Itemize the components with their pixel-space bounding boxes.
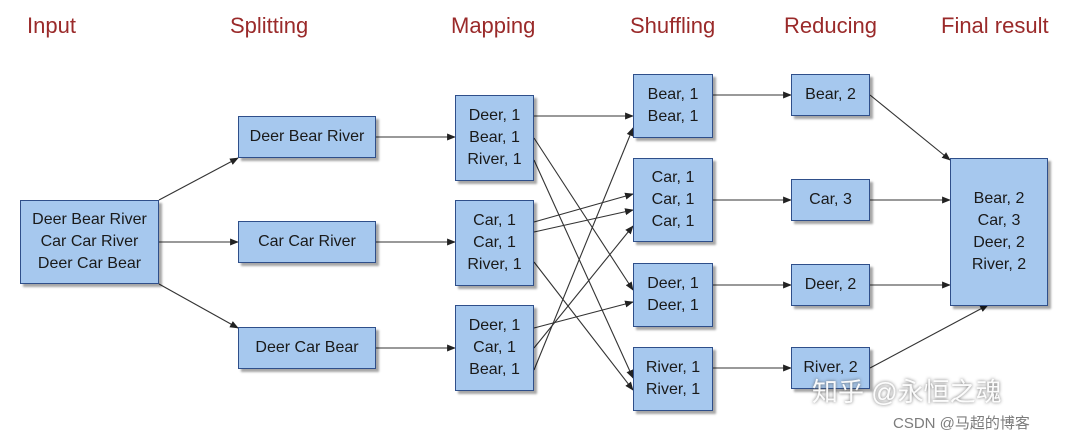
edge-map2-car-b: [533, 208, 634, 233]
watermark-zhihu: 知乎 @永恒之魂: [812, 377, 1002, 407]
edge-map3-deer: [533, 300, 634, 329]
reduce-box-deer: Deer, 2: [791, 264, 870, 306]
map-pair: Car, 1: [473, 234, 516, 251]
map-pair: Bear, 1: [469, 129, 520, 146]
map-box-2: Car, 1 Car, 1 River, 1: [455, 200, 534, 286]
watermark-csdn: CSDN @马超的博客: [893, 415, 1030, 432]
final-line: Deer, 2: [973, 234, 1025, 251]
shuffle-pair: Deer, 1: [647, 297, 699, 314]
stage-title-final-result: Final result: [941, 13, 1049, 38]
edge-map3-car: [533, 225, 634, 349]
edge-map2-river: [533, 261, 634, 391]
split-box-2: Car Car River: [238, 221, 376, 263]
shuffle-pair: River, 1: [645, 381, 701, 398]
input-line: Deer Bear River: [32, 211, 147, 228]
reduce-text: Car, 3: [809, 191, 852, 208]
input-line: Car Car River: [40, 233, 139, 250]
map-pair: Bear, 1: [469, 361, 520, 378]
map-pair: Car, 1: [473, 339, 516, 356]
reduce-box-river: River, 2: [791, 347, 870, 389]
map-pair: Deer, 1: [468, 317, 521, 334]
edge-input-split-1: [158, 157, 239, 201]
map-box-3: Deer, 1 Car, 1 Bear, 1: [455, 305, 534, 391]
stage-title-input: Input: [27, 13, 76, 38]
final-result-box: Bear, 2 Car, 3 Deer, 2 River, 2: [950, 158, 1048, 306]
edge-map1-river: [533, 159, 634, 379]
stage-title-splitting: Splitting: [230, 13, 309, 38]
map-pair: Car, 1: [473, 212, 516, 229]
split-text: Deer Bear River: [249, 128, 365, 145]
split-text: Deer Car Bear: [255, 339, 359, 356]
reduce-box-bear: Bear, 2: [791, 74, 870, 116]
shuffle-box-bear: Bear, 1 Bear, 1: [633, 74, 713, 138]
shuffle-box-car: Car, 1 Car, 1 Car, 1: [633, 158, 713, 242]
edge-map3-bear: [533, 127, 634, 371]
reduce-text: River, 2: [803, 359, 858, 376]
map-pair: River, 1: [467, 151, 522, 168]
shuffle-pair: Car, 1: [651, 169, 695, 186]
map-box-1: Deer, 1 Bear, 1 River, 1: [455, 95, 534, 181]
input-box: Deer Bear River Car Car River Deer Car B…: [20, 200, 159, 284]
map-pair: River, 1: [467, 256, 522, 273]
edge-reduce-final-4: [869, 304, 989, 369]
reduce-box-car: Car, 3: [791, 179, 870, 221]
stage-title-mapping: Mapping: [451, 13, 536, 38]
input-line: Deer Car Bear: [37, 255, 142, 272]
map-pair: Deer, 1: [468, 107, 521, 124]
reduce-text: Deer, 2: [804, 276, 857, 293]
shuffle-pair: River, 1: [645, 359, 701, 376]
final-line: Car, 3: [977, 212, 1021, 229]
edge-map1-deer: [533, 137, 634, 291]
shuffle-pair: Car, 1: [651, 191, 695, 208]
final-line: River, 2: [971, 256, 1027, 273]
shuffle-box-river: River, 1 River, 1: [633, 347, 713, 411]
final-line: Bear, 2: [973, 190, 1025, 207]
shuffle-pair: Bear, 1: [647, 86, 699, 103]
shuffle-pair: Bear, 1: [647, 108, 699, 125]
shuffle-pair: Car, 1: [651, 213, 695, 230]
split-box-3: Deer Car Bear: [238, 327, 376, 369]
split-text: Car Car River: [258, 233, 356, 250]
edge-map2-car-a: [533, 192, 634, 223]
stage-title-shuffling: Shuffling: [630, 13, 716, 38]
reduce-text: Bear, 2: [805, 86, 856, 103]
stage-title-reducing: Reducing: [784, 13, 877, 38]
shuffle-box-deer: Deer, 1 Deer, 1: [633, 263, 713, 327]
edge-reduce-final-1: [869, 94, 951, 161]
split-box-1: Deer Bear River: [238, 116, 376, 158]
shuffle-pair: Deer, 1: [647, 275, 699, 292]
edge-input-split-3: [158, 283, 239, 329]
